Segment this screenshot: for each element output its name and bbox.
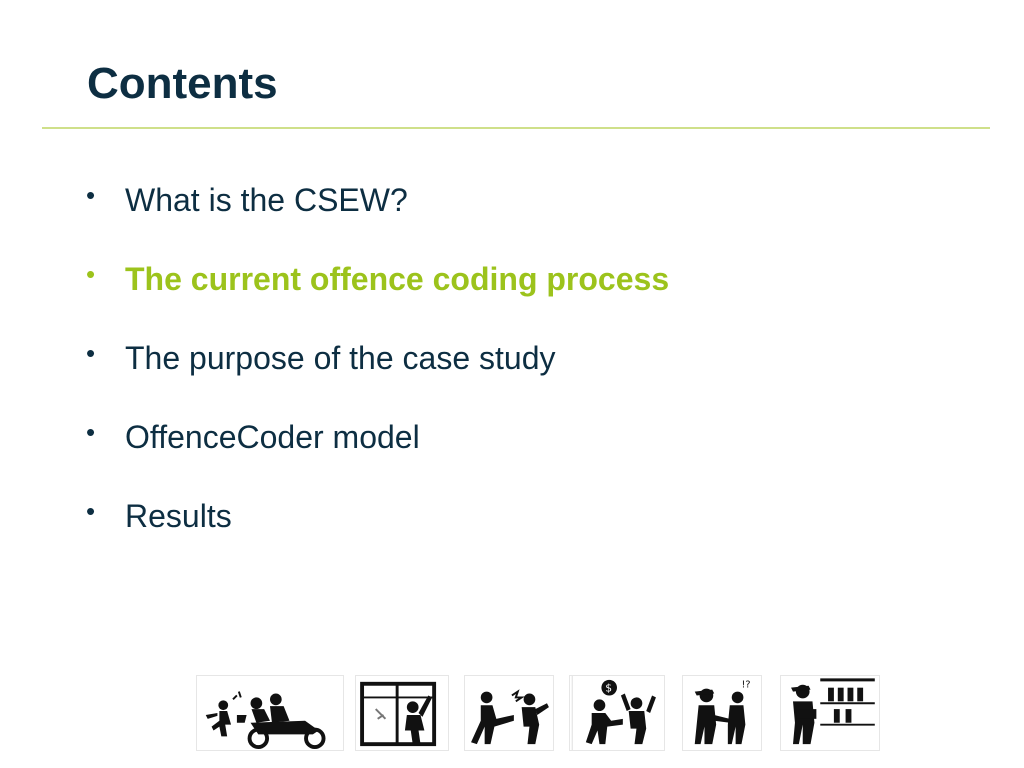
list-item: • OffenceCoder model (86, 417, 886, 457)
bullet-icon: • (86, 338, 96, 368)
bullet-icon: • (86, 180, 96, 210)
crime-pictogram-strip: $ !? (196, 675, 886, 753)
assault-kick-icon (464, 675, 554, 751)
svg-text:!?: !? (741, 680, 750, 691)
list-item-text: The purpose of the case study (125, 340, 556, 376)
list-item-text: What is the CSEW? (125, 182, 408, 218)
burglary-window-icon (355, 675, 449, 751)
shoplifting-bottles-icon (780, 675, 880, 751)
list-item-text: Results (125, 498, 232, 534)
bullet-icon: • (86, 496, 96, 526)
motorbike-snatch-theft-icon (196, 675, 344, 751)
harassment-threat-icon: !? (682, 675, 762, 751)
title-divider (42, 127, 990, 129)
list-item-text: OffenceCoder model (125, 419, 420, 455)
robbery-money-icon: $ (569, 675, 665, 751)
list-item: • The purpose of the case study (86, 338, 886, 378)
list-item-text: The current offence coding process (125, 261, 670, 297)
slide-title: Contents (87, 59, 278, 108)
list-item: • The current offence coding process (86, 259, 886, 299)
list-item: • What is the CSEW? (86, 180, 886, 220)
list-item: • Results (86, 496, 886, 536)
bullet-icon: • (86, 259, 96, 289)
bullet-icon: • (86, 417, 96, 447)
svg-text:$: $ (605, 682, 612, 695)
